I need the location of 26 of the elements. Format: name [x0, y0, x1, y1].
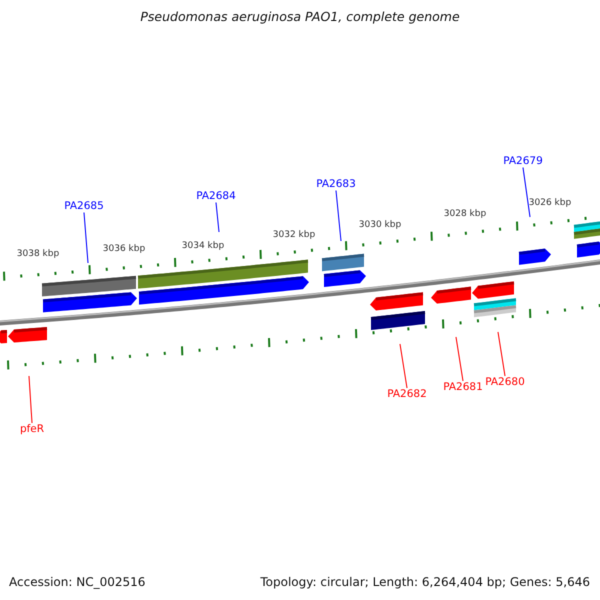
leader-line	[336, 190, 342, 242]
scale-label: 3038 kbp	[16, 250, 60, 259]
leader-line	[456, 336, 464, 382]
gene-label: PA2685	[64, 201, 104, 212]
leader-line	[28, 376, 32, 424]
leader-line	[84, 212, 88, 264]
scale-label: 3034 kbp	[182, 242, 224, 251]
scale-label: 3028 kbp	[444, 210, 486, 219]
gene-label: PA2684	[196, 191, 236, 202]
footer-text: Topology: circular; Length: 6,264,404 bp; Genes: 5,646	[260, 576, 590, 588]
gene-label: pfeR	[20, 424, 44, 434]
gene-label: PA2679	[503, 156, 543, 166]
leader-line	[522, 167, 530, 218]
title: Pseudomonas aeruginosa PAO1, complete genome	[139, 11, 461, 24]
leader-line	[216, 202, 220, 232]
scale-label: 3036 kbp	[102, 245, 146, 254]
gene-label: PA2681	[443, 382, 483, 392]
gene-label: PA2683	[316, 179, 356, 190]
scale-label: 3032 kbp	[272, 231, 316, 240]
scale-label: 3026 kbp	[528, 199, 572, 208]
scale-label: 3030 kbp	[358, 221, 402, 230]
gene-label: PA2682	[387, 389, 427, 400]
leader-line	[498, 332, 506, 376]
gene-label: PA2680	[485, 377, 525, 388]
leader-line	[400, 344, 408, 388]
footer-text: Accession: NC_002516	[9, 576, 146, 588]
